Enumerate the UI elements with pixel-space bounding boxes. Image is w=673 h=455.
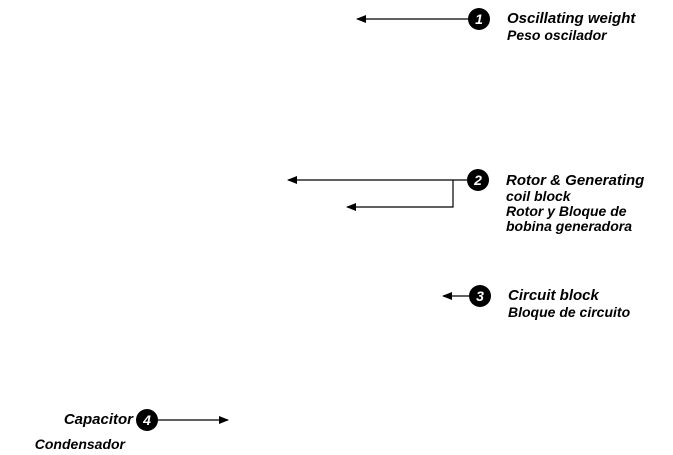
callout-number-badge-1: 1 [468, 8, 490, 30]
callout-number-badge-4: 4 [136, 409, 158, 431]
label-spanish: Condensador [34, 436, 125, 452]
label-english-line-1: Rotor & Generating [506, 172, 645, 189]
arrow-coil-block-lower [346, 180, 454, 211]
label-english: Capacitor [63, 411, 133, 428]
label-spanish-line-1: Rotor y Bloque de [506, 203, 627, 219]
label-spanish: Bloque de circuito [508, 304, 631, 320]
label-english: Circuit block [508, 287, 599, 304]
label-spanish: Peso oscilador [507, 27, 607, 43]
callout-label-capacitor-english: Capacitor [64, 411, 133, 428]
callout-number-badge-2: 2 [467, 169, 489, 191]
label-english-line-2: coil block [506, 188, 571, 204]
label-spanish-line-2: bobina generadora [506, 218, 633, 234]
callout-label-oscillating-weight: Oscillating weight Peso oscilador [507, 10, 635, 44]
callout-label-capacitor-spanish: Condensador [35, 436, 125, 453]
callout-number-badge-3: 3 [469, 285, 491, 307]
callout-label-circuit-block: Circuit block Bloque de circuito [508, 287, 630, 321]
callout-label-rotor-generating-coil: Rotor & Generating coil block Rotor y Bl… [506, 172, 644, 234]
label-english: Oscillating weight [507, 10, 636, 27]
